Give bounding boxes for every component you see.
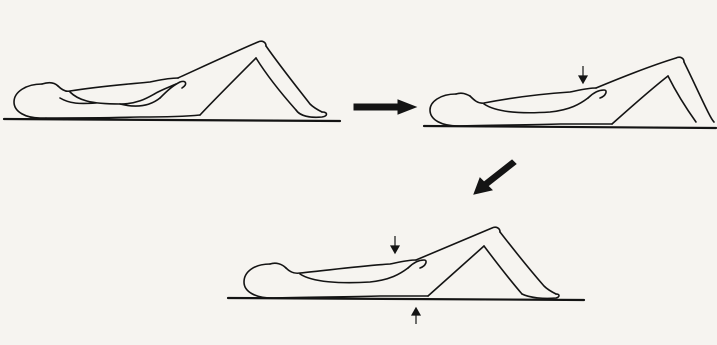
down-arrow-head <box>391 246 399 253</box>
figure-3-pelvic-tilt-pose <box>228 227 584 324</box>
figure-3-thigh <box>416 227 500 260</box>
right-arrow-icon <box>354 100 416 114</box>
figure-2-shin <box>684 62 714 122</box>
figure-3-torso-top <box>286 260 416 273</box>
figure-1-arm <box>70 84 176 104</box>
figure-1-face <box>42 83 58 86</box>
figure-2-down-arrow-indicator <box>579 66 587 83</box>
down-arrow-head <box>579 76 587 83</box>
figure-1-shin-back <box>256 58 296 110</box>
figure-3-head <box>244 264 272 298</box>
transition-arrow-down-left <box>474 160 516 194</box>
figure-1-shin <box>266 46 322 112</box>
figure-1-head <box>14 84 46 118</box>
figure-2-face <box>456 93 470 96</box>
figure-2-thigh-under <box>612 76 668 124</box>
figure-2-shin-back <box>668 76 696 122</box>
figure-1-thigh <box>178 41 266 78</box>
transition-arrow-right <box>354 100 416 114</box>
figure-1-back <box>46 115 200 118</box>
figure-1-forearm <box>120 98 160 106</box>
figure-1-thigh-under <box>200 58 256 115</box>
floor-line-1 <box>4 119 340 121</box>
figure-3-foot <box>522 294 559 298</box>
figure-3-face <box>270 263 286 268</box>
figure-2-hand <box>588 90 606 98</box>
up-arrow-head <box>412 308 420 315</box>
down-left-arrow-icon <box>474 160 516 194</box>
figure-3-hand <box>408 260 426 268</box>
figure-1-torso-top <box>58 78 178 91</box>
figure-2-thigh <box>596 57 684 88</box>
figure-3-up-arrow-indicator <box>412 308 420 324</box>
figure-2-head <box>430 94 458 126</box>
figure-3-down-arrow-indicator <box>391 236 399 253</box>
figure-3-arm <box>300 268 408 283</box>
figure-1-start-pose <box>4 41 340 121</box>
figure-3-thigh-under <box>428 246 484 296</box>
figure-2-press-pose <box>424 57 716 128</box>
figure-2-torso-top <box>470 88 596 103</box>
figure-3-shin <box>500 232 556 294</box>
